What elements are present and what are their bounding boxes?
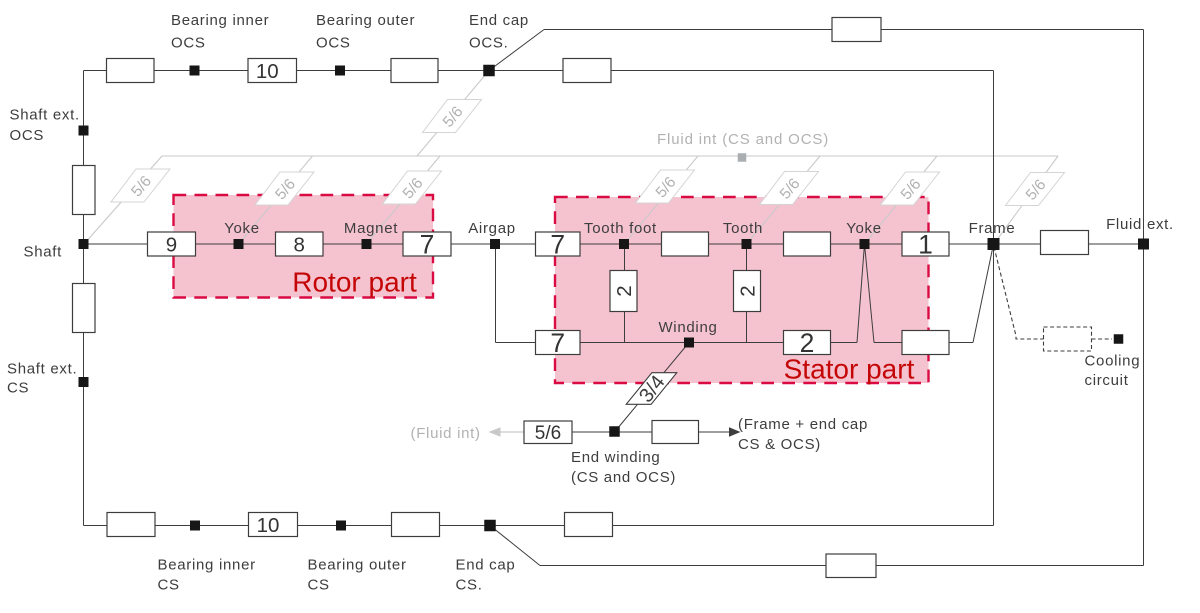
- svg-text:End winding: End winding: [571, 449, 660, 466]
- svg-text:CS: CS: [158, 577, 180, 594]
- svg-text:CS & OCS): CS & OCS): [738, 436, 821, 453]
- svg-text:CS.: CS.: [456, 577, 483, 594]
- svg-text:Frame: Frame: [969, 220, 1016, 237]
- svg-text:Winding: Winding: [658, 319, 717, 336]
- svg-text:Bearing inner: Bearing inner: [171, 12, 269, 29]
- svg-text:OCS: OCS: [171, 35, 206, 52]
- svg-text:CS: CS: [7, 380, 29, 397]
- svg-text:Fluid ext.: Fluid ext.: [1106, 216, 1174, 233]
- svg-text:2: 2: [800, 328, 815, 358]
- svg-text:1: 1: [918, 229, 933, 259]
- svg-text:Fluid int (CS and OCS): Fluid int (CS and OCS): [657, 131, 829, 148]
- svg-text:2: 2: [613, 285, 636, 296]
- svg-text:OCS: OCS: [316, 35, 351, 52]
- svg-text:Bearing inner: Bearing inner: [158, 557, 256, 574]
- svg-text:Yoke: Yoke: [846, 220, 882, 237]
- svg-text:End cap: End cap: [469, 12, 529, 29]
- svg-text:Bearing outer: Bearing outer: [316, 12, 415, 29]
- svg-text:Magnet: Magnet: [344, 220, 398, 237]
- svg-text:Bearing outer: Bearing outer: [308, 557, 407, 574]
- svg-text:Yoke: Yoke: [224, 220, 260, 237]
- svg-text:(Frame + end cap: (Frame + end cap: [738, 416, 868, 433]
- svg-text:(CS and OCS): (CS and OCS): [571, 469, 676, 486]
- svg-text:9: 9: [166, 233, 177, 256]
- svg-text:Shaft ext.: Shaft ext.: [7, 361, 77, 378]
- svg-text:(Fluid int): (Fluid int): [411, 425, 481, 442]
- svg-text:Shaft: Shaft: [24, 244, 63, 261]
- svg-text:10: 10: [256, 60, 279, 83]
- svg-text:Tooth: Tooth: [723, 220, 763, 237]
- svg-text:2: 2: [737, 285, 760, 296]
- svg-text:End cap: End cap: [456, 557, 516, 574]
- svg-text:Rotor part: Rotor part: [292, 267, 417, 298]
- svg-text:7: 7: [550, 229, 565, 259]
- svg-text:10: 10: [257, 514, 280, 537]
- svg-text:OCS.: OCS.: [469, 35, 508, 52]
- svg-text:CS: CS: [308, 577, 330, 594]
- svg-text:OCS: OCS: [10, 127, 45, 144]
- svg-text:8: 8: [294, 233, 305, 256]
- svg-text:7: 7: [550, 328, 565, 358]
- svg-text:Shaft ext.: Shaft ext.: [10, 106, 80, 123]
- svg-text:Airgap: Airgap: [468, 220, 516, 237]
- svg-text:circuit: circuit: [1085, 372, 1129, 389]
- svg-text:5/6: 5/6: [535, 423, 561, 444]
- svg-text:Stator part: Stator part: [784, 354, 915, 385]
- svg-text:Cooling: Cooling: [1085, 353, 1141, 370]
- svg-text:Tooth foot: Tooth foot: [584, 220, 657, 237]
- svg-text:7: 7: [420, 229, 435, 259]
